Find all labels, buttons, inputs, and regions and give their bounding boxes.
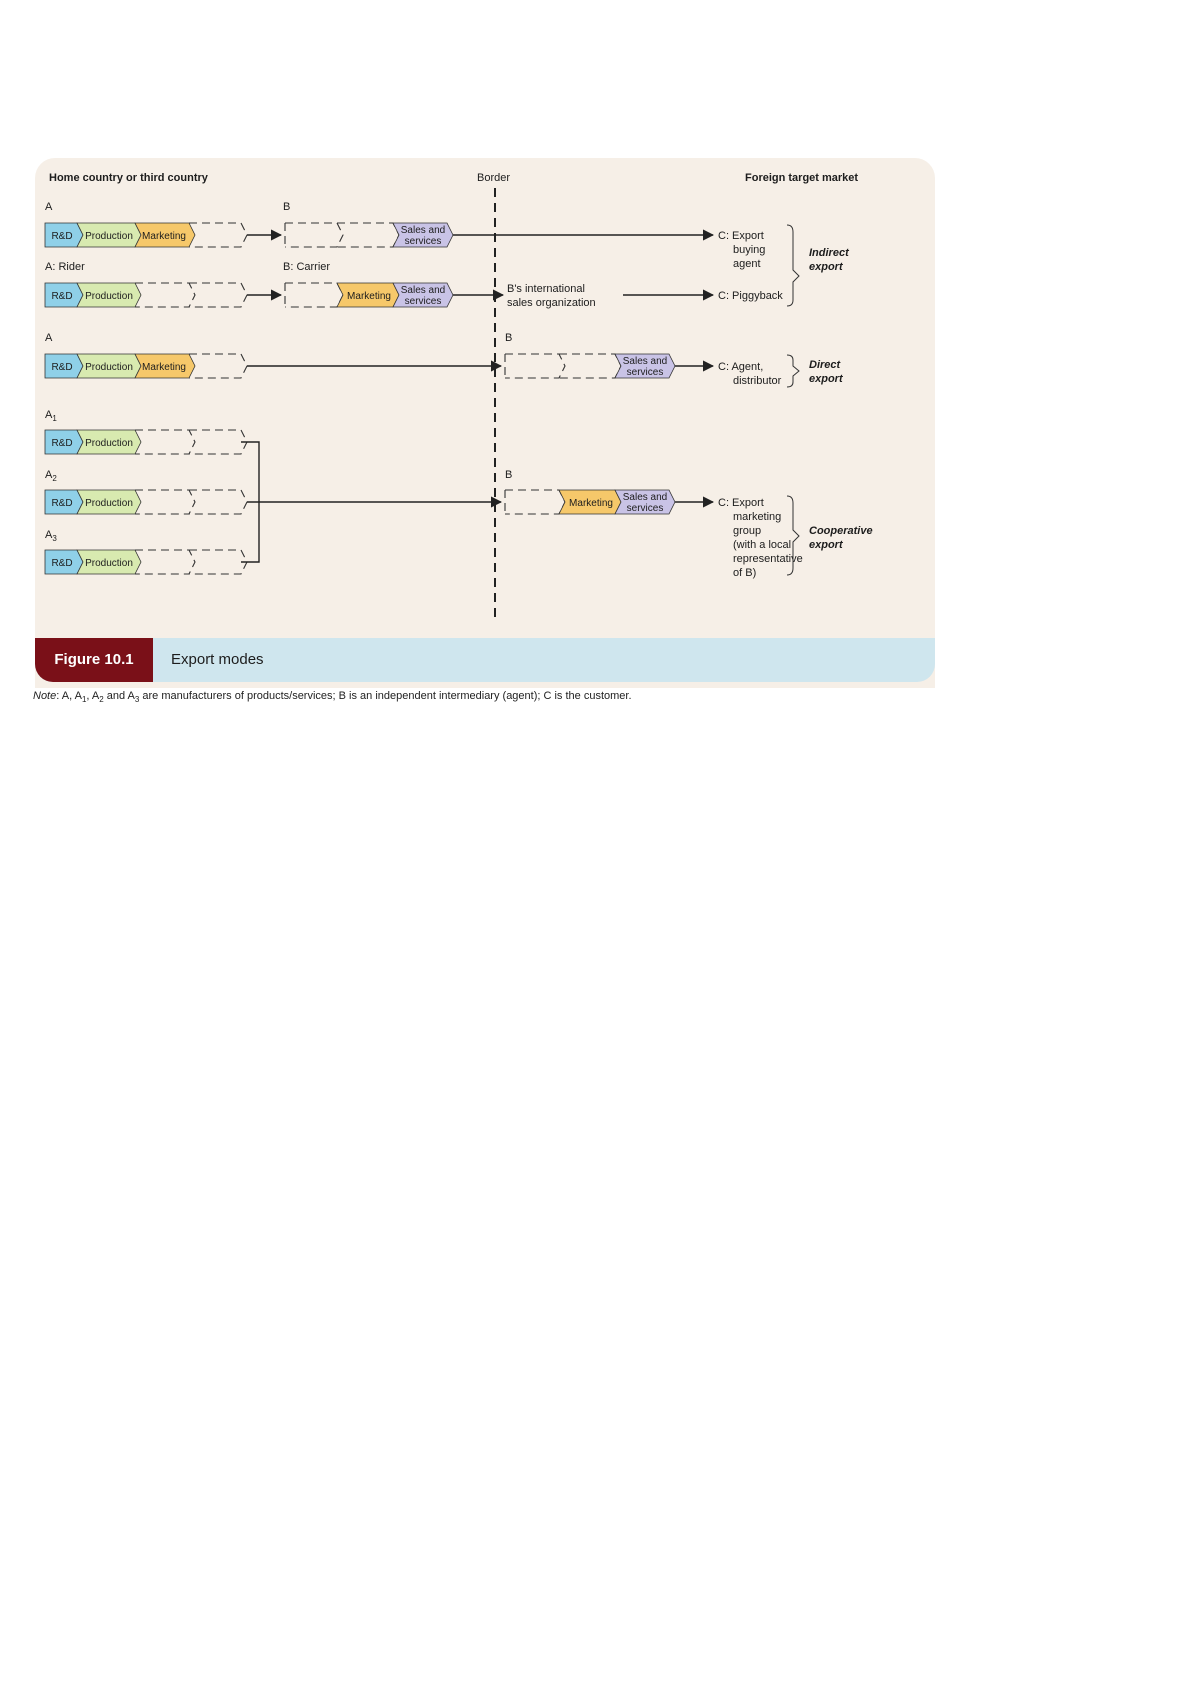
- row2-a-dashed-stages: [135, 282, 248, 308]
- row1-c-line1: C: Export: [718, 230, 764, 242]
- coop-a3-label: A3: [45, 529, 57, 543]
- coop-a1-dashed-stages: [135, 429, 248, 455]
- figure-title: Export modes: [171, 651, 264, 668]
- coop-c-line3: group: [733, 525, 761, 537]
- row3-sales-line1: Sales and: [623, 356, 667, 367]
- row1-rd-label: R&D: [51, 231, 72, 242]
- direct-export-bracket: [786, 354, 800, 388]
- coop-sales-box: [614, 489, 676, 515]
- row3-rd-label: R&D: [51, 362, 72, 373]
- export-modes-diagram: Home country or third country Border For…: [44, 172, 873, 618]
- coop-a3-rd-label: R&D: [51, 558, 72, 569]
- cooperative-export-line1: Cooperative: [809, 525, 873, 537]
- home-country-header: Home country or third country: [49, 172, 209, 184]
- row3-c-line2: distributor: [733, 375, 782, 387]
- row1-a-label: A: [45, 201, 53, 213]
- row2-sales-box: [392, 282, 454, 308]
- coop-a1-production-label: Production: [85, 438, 133, 449]
- coop-a2-production-label: Production: [85, 498, 133, 509]
- row2-production-label: Production: [85, 291, 133, 302]
- row1-sales-box: [392, 222, 454, 248]
- row2-rd-label: R&D: [51, 291, 72, 302]
- coop-connector: [241, 441, 260, 563]
- row3-a-label: A: [45, 332, 53, 344]
- row3-marketing-label: Marketing: [142, 362, 186, 373]
- figure: Home country or third country Border For…: [33, 146, 937, 710]
- row3-a-dashed-stage: [189, 353, 248, 379]
- row2-sales-line2: services: [405, 296, 442, 307]
- coop-sales-line1: Sales and: [623, 492, 667, 503]
- row2-sales-line1: Sales and: [401, 285, 445, 296]
- coop-c-line2: marketing: [733, 511, 781, 523]
- row2-c-line1: C: Piggyback: [718, 290, 783, 302]
- indirect-export-line2: export: [809, 261, 844, 273]
- coop-c-line4: (with a local: [733, 539, 791, 551]
- coop-sales-line2: services: [627, 503, 664, 514]
- row1-c-line3: agent: [733, 258, 761, 270]
- border-header: Border: [477, 172, 510, 184]
- row3-production-label: Production: [85, 362, 133, 373]
- coop-c-line6: of B): [733, 567, 756, 579]
- row1-a-dashed-stage: [189, 222, 248, 248]
- row1-b-dashed-stages: [284, 222, 400, 248]
- indirect-export-line1: Indirect: [809, 247, 850, 259]
- note-prefix: Note: [33, 690, 57, 702]
- coop-a1-rd-label: R&D: [51, 438, 72, 449]
- row1-marketing-label: Marketing: [142, 231, 186, 242]
- coop-b-dashed-stage: [504, 489, 566, 515]
- figure-caption-bar: Figure 10.1 Export modes: [35, 638, 935, 682]
- direct-export-line2: export: [809, 373, 844, 385]
- row3-sales-box: [614, 353, 676, 379]
- row3-sales-line2: services: [627, 367, 664, 378]
- coop-c-line5: representative: [733, 553, 803, 565]
- row1-c-line2: buying: [733, 244, 765, 256]
- row3-b-label: B: [505, 332, 512, 344]
- coop-b-label: B: [505, 469, 512, 481]
- cooperative-export-bracket: [786, 495, 800, 576]
- row1-b-label: B: [283, 201, 290, 213]
- row2-a-label: A: Rider: [45, 261, 85, 273]
- indirect-export-bracket: [786, 224, 800, 307]
- coop-a3-dashed-stages: [135, 549, 248, 575]
- cooperative-export-line2: export: [809, 539, 844, 551]
- coop-a2-rd-label: R&D: [51, 498, 72, 509]
- row1-sales-line2: services: [405, 236, 442, 247]
- figure-number: Figure 10.1: [35, 638, 153, 682]
- row2-marketing-label: Marketing: [347, 291, 391, 302]
- row2-b-label: B: Carrier: [283, 261, 330, 273]
- foreign-market-header: Foreign target market: [745, 172, 858, 184]
- row1-production-label: Production: [85, 231, 133, 242]
- figure-note: Note: A, A1, A2 and A3 are manufacturers…: [33, 690, 632, 705]
- coop-a1-label: A1: [45, 409, 57, 423]
- row1-sales-line1: Sales and: [401, 225, 445, 236]
- coop-a2-label: A2: [45, 469, 57, 483]
- coop-a3-production-label: Production: [85, 558, 133, 569]
- row2-intl-line2: sales organization: [507, 297, 596, 309]
- row2-b-dashed-stage: [284, 282, 344, 308]
- coop-a2-dashed-stages: [135, 489, 248, 515]
- row3-c-line1: C: Agent,: [718, 361, 763, 373]
- row2-intl-line1: B's international: [507, 283, 585, 295]
- direct-export-line1: Direct: [809, 359, 842, 371]
- row3-b-dashed-stages: [504, 353, 622, 379]
- coop-c-line1: C: Export: [718, 497, 764, 509]
- coop-marketing-label: Marketing: [569, 498, 613, 509]
